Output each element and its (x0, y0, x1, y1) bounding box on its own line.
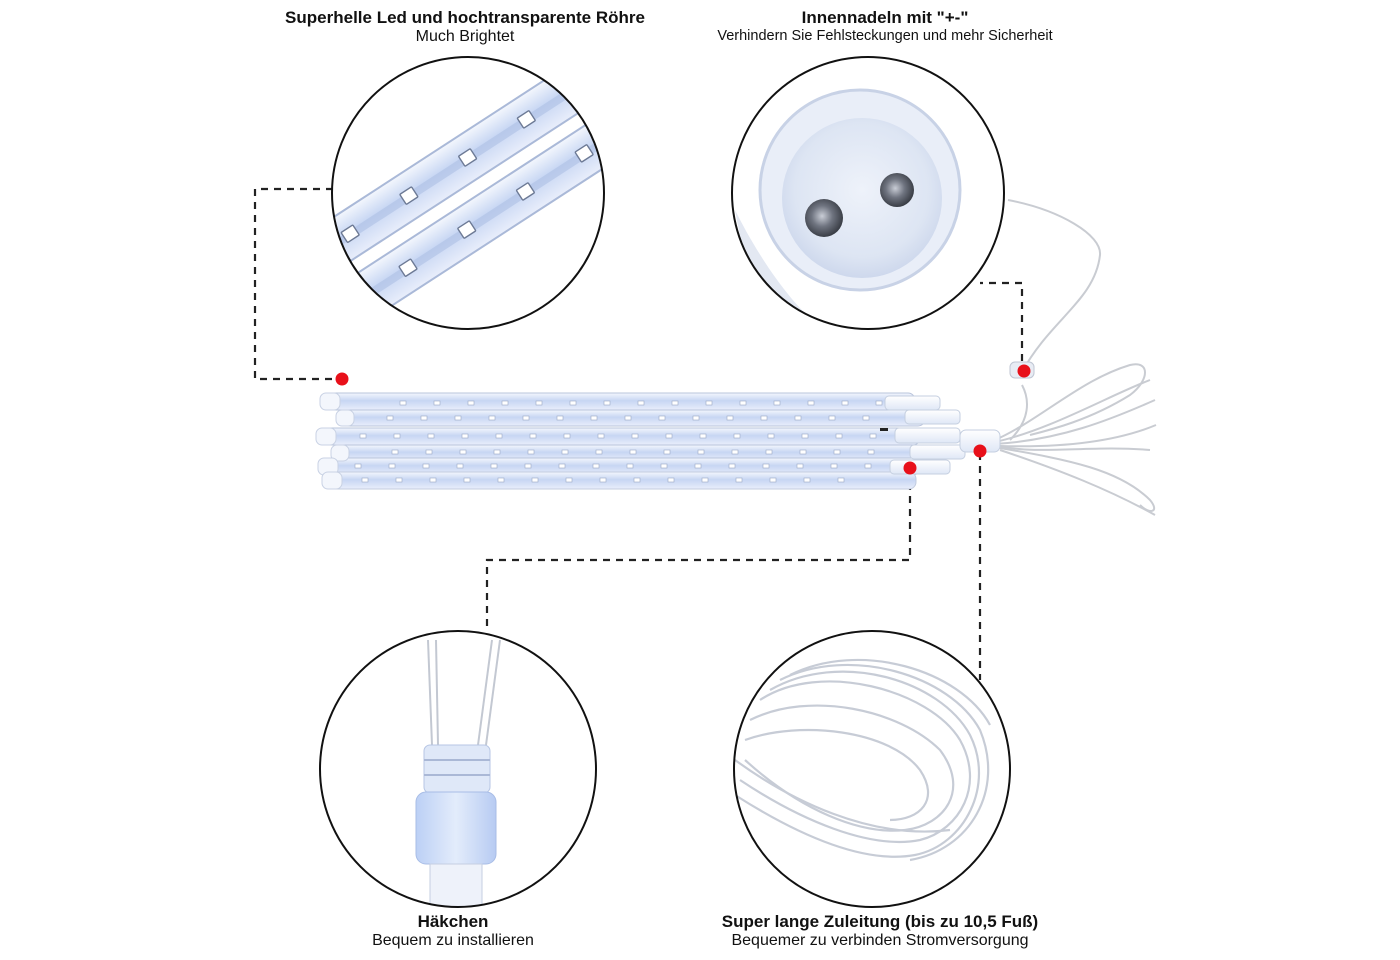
marker-dot (1017, 364, 1031, 378)
caption-title: Super lange Zuleitung (bis zu 10,5 Fuß) (721, 912, 1039, 931)
caption-subtitle: Bequem zu installieren (372, 931, 534, 949)
detail-inner-pins (731, 56, 1005, 330)
marker-dot (973, 444, 987, 458)
marker-dot (903, 461, 917, 475)
caption-title: Superhelle Led und hochtransparente Röhr… (285, 8, 645, 27)
caption-subtitle: Verhindern Sie Fehlsteckungen und mehr S… (717, 27, 1053, 44)
marker-dot (335, 372, 349, 386)
detail-long-cable (733, 630, 1011, 908)
wire-bundle (994, 199, 1157, 516)
caption-inner-pins: Innennadeln mit "+-" Verhindern Sie Fehl… (680, 8, 1090, 44)
caption-hook: Häkchen Bequem zu installieren (303, 912, 603, 950)
caption-led-tube: Superhelle Led und hochtransparente Röhr… (240, 8, 690, 46)
callout-lines (253, 187, 1024, 680)
tube-end-caps (315, 392, 355, 490)
detail-hook (319, 630, 597, 908)
caption-title: Innennadeln mit "+-" (801, 8, 969, 27)
callout-markers (335, 364, 1031, 475)
tube-row (319, 392, 926, 490)
led-tube-bundle (315, 199, 1157, 516)
caption-subtitle: Bequemer zu verbinden Stromversorgung (731, 931, 1029, 949)
caption-subtitle: Much Brightet (415, 27, 515, 45)
tube-connectors (884, 395, 1001, 475)
pin-hole-negative (805, 199, 843, 237)
caption-long-cable: Super lange Zuleitung (bis zu 10,5 Fuß) … (670, 912, 1090, 950)
pin-hole-positive (880, 173, 914, 207)
detail-led-tube (331, 56, 605, 330)
caption-title: Häkchen (417, 912, 489, 931)
led-dots (354, 400, 883, 483)
